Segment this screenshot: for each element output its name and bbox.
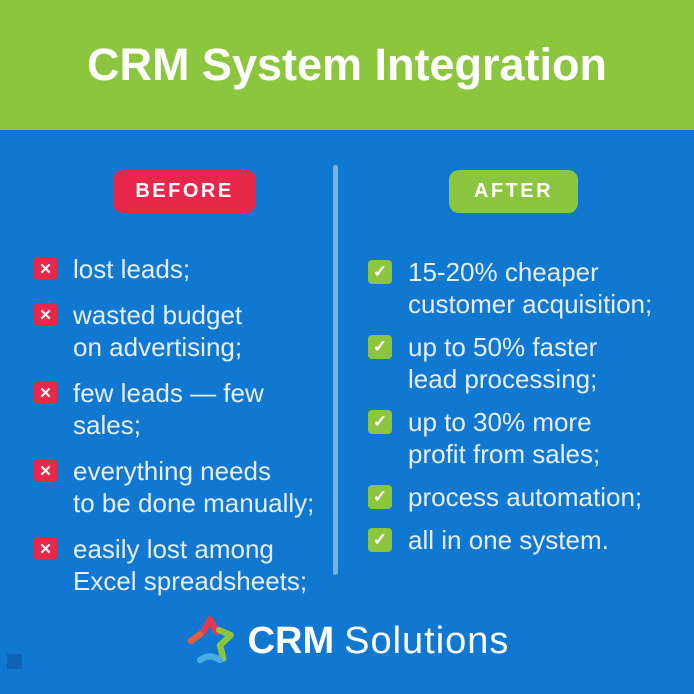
footer-logo: CRM Solutions (0, 606, 694, 676)
after-list: ✓ 15-20% cheaper customer acquisition; ✓… (368, 256, 668, 556)
list-item: ✕ lost leads; (34, 253, 324, 285)
before-list: ✕ lost leads; ✕ wasted budget on adverti… (34, 253, 324, 597)
after-badge: AFTER (449, 170, 578, 213)
list-item-text: easily lost among Excel spreadsheets; (73, 534, 308, 596)
star-logo-icon (187, 616, 234, 664)
cross-icon: ✕ (34, 459, 57, 482)
list-item-text: 15-20% cheaper customer acquisition; (408, 257, 653, 319)
cross-icon: ✕ (34, 303, 57, 326)
check-icon: ✓ (368, 260, 392, 284)
watermark-square (7, 654, 22, 669)
column-divider (333, 165, 338, 575)
before-badge: BEFORE (113, 170, 256, 213)
check-icon: ✓ (368, 485, 392, 509)
list-item: ✕ everything needs to be done manually; (34, 455, 324, 519)
brand-text-light: Solutions (344, 619, 510, 662)
brand-text-bold: CRM (247, 619, 335, 662)
cross-icon: ✕ (34, 537, 57, 560)
after-badge-label: AFTER (473, 180, 554, 202)
list-item: ✕ easily lost among Excel spreadsheets; (34, 533, 324, 597)
list-item-text: wasted budget on advertising; (73, 300, 243, 362)
list-item: ✕ few leads — few sales; (34, 377, 324, 441)
header: CRM System Integration (0, 0, 694, 130)
list-item: ✓ 15-20% cheaper customer acquisition; (368, 256, 668, 320)
check-icon: ✓ (368, 335, 392, 359)
cross-icon: ✕ (34, 257, 57, 280)
list-item-text: up to 30% more profit from sales; (408, 407, 601, 469)
list-item: ✓ up to 50% faster lead processing; (368, 331, 668, 395)
list-item-text: few leads — few sales; (73, 378, 264, 440)
check-icon: ✓ (368, 528, 392, 552)
list-item-text: everything needs to be done manually; (73, 456, 315, 518)
cross-icon: ✕ (34, 381, 57, 404)
before-badge-label: BEFORE (135, 180, 234, 202)
list-item: ✕ wasted budget on advertising; (34, 299, 324, 363)
brand-text: CRM Solutions (248, 620, 510, 663)
list-item-text: lost leads; (73, 254, 191, 284)
check-icon: ✓ (368, 410, 392, 434)
list-item: ✓ all in one system. (368, 524, 668, 556)
list-item-text: process automation; (408, 482, 643, 512)
list-item: ✓ process automation; (368, 481, 668, 513)
list-item: ✓ up to 30% more profit from sales; (368, 406, 668, 470)
list-item-text: up to 50% faster lead processing; (408, 332, 598, 394)
page-title: CRM System Integration (86, 39, 608, 90)
list-item-text: all in one system. (408, 525, 609, 555)
